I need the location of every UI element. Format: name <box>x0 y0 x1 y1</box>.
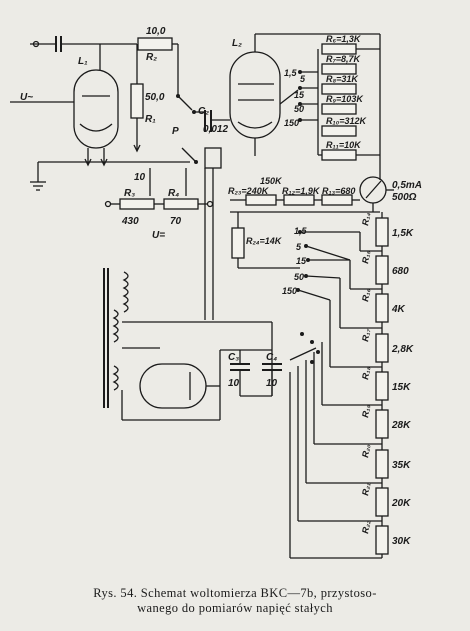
range-mid-2: 5 <box>296 242 302 252</box>
tube-l2-section <box>194 33 381 320</box>
label-r22-value: 30K <box>392 536 411 547</box>
resistor-r15 <box>375 255 389 285</box>
label-r3: R₃ <box>124 188 135 199</box>
label-r1-value: 50,0 <box>145 92 165 103</box>
label-c2: C₂ <box>198 106 209 117</box>
resistor-r6 <box>321 43 357 55</box>
resistor-r23 <box>245 194 277 206</box>
label-r14-value: 1,5K <box>392 228 414 239</box>
range-top-2: 5 <box>300 74 306 84</box>
label-r11: R₁₁=10K <box>326 140 362 150</box>
resistor-r18 <box>375 371 389 401</box>
resistor-r16 <box>375 293 389 323</box>
label-r4: R₄ <box>168 188 179 199</box>
range-mid-4: 50 <box>294 272 304 282</box>
resistor-r3 <box>119 198 155 210</box>
resistor-r4 <box>163 198 199 210</box>
resistor-r20 <box>375 449 389 479</box>
label-r6: R₆=1,3K <box>326 34 362 44</box>
range-mid-1: 1,5 <box>294 226 308 236</box>
label-meter-r: 500Ω <box>392 192 417 203</box>
label-r19: R₁₉ <box>360 403 372 418</box>
range-mid-5: 150 <box>282 286 297 296</box>
tube-l2 <box>229 51 281 139</box>
label-r2-value: 10,0 <box>146 26 166 37</box>
resistor-r9 <box>321 103 357 115</box>
resistor-r2 <box>137 37 173 51</box>
range-top-4: 50 <box>294 104 304 114</box>
label-l1: L₁ <box>78 56 88 67</box>
resistor-r19 <box>375 409 389 439</box>
label-r21: R₂₁ <box>360 482 372 497</box>
resistor-r10 <box>321 125 357 137</box>
label-r7: R₇=8,7K <box>326 54 362 64</box>
label-p: P <box>172 126 179 137</box>
power-supply <box>103 268 282 421</box>
label-r3-value: 430 <box>121 216 139 227</box>
label-u-dc: U= <box>152 230 165 241</box>
input-section <box>10 36 198 191</box>
label-r17-value: 2,8K <box>391 344 414 355</box>
label-r1: R₁ <box>145 114 156 125</box>
label-r23: R₂₃=240K <box>228 186 270 196</box>
resistor-r24 <box>231 227 245 259</box>
tube-l1 <box>73 69 119 149</box>
resistor-ladder <box>289 212 389 559</box>
resistor-r14 <box>375 217 389 247</box>
resistor-r7 <box>321 63 357 75</box>
meter-section <box>230 176 394 269</box>
label-r10: R₁₀=312K <box>326 116 367 126</box>
resistor-r22 <box>375 525 389 555</box>
label-r15-value: 680 <box>392 266 409 277</box>
divider-section <box>104 168 214 210</box>
label-c3: C₃ <box>228 352 239 363</box>
label-r16-value: 4K <box>391 304 406 315</box>
caption-line-2: wanego do pomiarów napięć stałych <box>137 601 333 615</box>
label-l2: L₂ <box>232 38 242 49</box>
label-r9: R₉=103K <box>326 94 364 104</box>
label-c4-value: 10 <box>266 378 278 389</box>
resistor-r21 <box>375 487 389 517</box>
label-r18: R₁₈ <box>360 365 372 380</box>
caption-line-1: Rys. 54. Schemat woltomierza BKC—7b, prz… <box>93 586 377 600</box>
range-top-3: 15 <box>294 90 305 100</box>
figure-caption: Rys. 54. Schemat woltomierza BKC—7b, prz… <box>20 586 450 616</box>
label-r12: R₁₂=1,9K <box>282 186 321 196</box>
label-r21-value: 20K <box>391 498 411 509</box>
resistor-r13 <box>321 194 353 206</box>
range-top-5: 150 <box>284 118 299 128</box>
resistor-r12 <box>283 194 315 206</box>
label-ten: 10 <box>134 172 146 183</box>
resistor-r17 <box>375 333 389 363</box>
label-150k: 150K <box>260 176 283 186</box>
label-c4: C₄ <box>266 352 277 363</box>
label-r16: R₁₆ <box>360 287 372 302</box>
label-r13: R₁₃=680 <box>322 186 355 196</box>
tube-rectifier <box>139 363 207 409</box>
label-r19-value: 28K <box>391 420 411 431</box>
resistor-r8 <box>321 83 357 95</box>
resistor-r11 <box>321 149 357 161</box>
label-r22: R₂₂ <box>360 519 372 534</box>
range-top-1: 1,5 <box>284 68 298 78</box>
label-r20-value: 35K <box>392 460 411 471</box>
label-r4-value: 70 <box>170 216 182 227</box>
label-c2-value: 0,012 <box>203 124 228 135</box>
resistor-r1 <box>130 83 144 119</box>
label-u-ac: U~ <box>20 92 33 103</box>
label-r15: R₁₅ <box>360 249 372 264</box>
label-r24: R₂₄=14K <box>246 236 283 246</box>
label-r8: R₈=31K <box>326 74 359 84</box>
label-r17: R₁₇ <box>360 327 372 342</box>
labels: L₁ 10,0 R₂ 50,0 R₁ U~ L₂ C₂ 0,012 P 10 R… <box>20 26 422 547</box>
range-mid-3: 15 <box>296 256 307 266</box>
label-r2: R₂ <box>146 52 157 63</box>
label-r14: R₁₄ <box>360 211 372 226</box>
label-meter: 0,5mA <box>392 180 422 191</box>
label-c3-value: 10 <box>228 378 240 389</box>
label-r18-value: 15K <box>392 382 411 393</box>
label-r20: R₂₀ <box>360 443 372 458</box>
